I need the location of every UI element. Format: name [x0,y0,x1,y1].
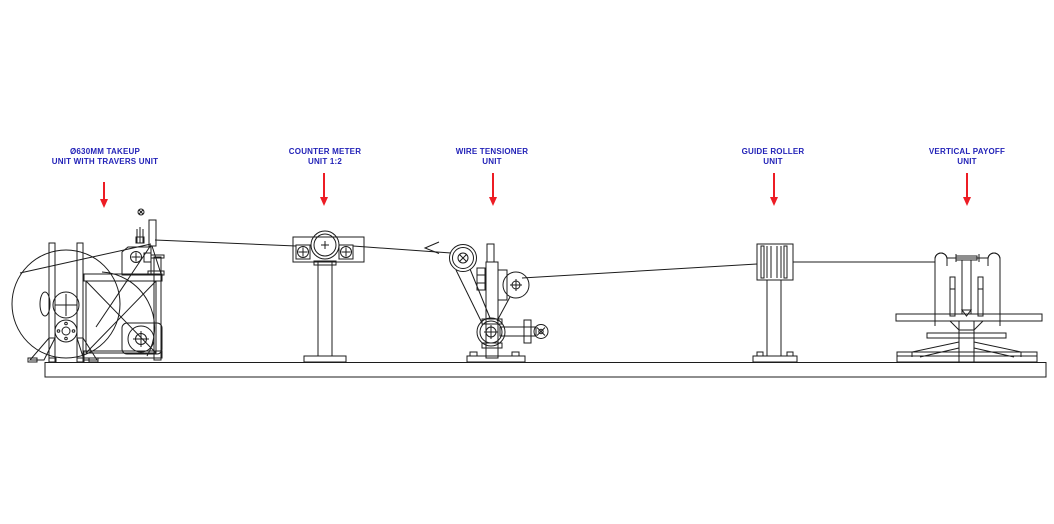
arrow-head-icon [100,199,108,208]
label-tensioner-line1: WIRE TENSIONER [455,147,529,156]
arrow-head-icon [770,197,778,206]
leader-arrow-vertical-payoff [962,173,972,206]
arrow-head-icon [963,197,971,206]
label-counter-line2: UNIT 1:2 [307,157,343,166]
label-tensioner-line2: UNIT [482,157,502,166]
takeup-unit-drawing [11,208,165,363]
guide-roller-unit-drawing [752,243,798,363]
leader-arrow-counter-meter [319,173,329,206]
leader-arrow-wire-tensioner [488,173,498,206]
wire-path [154,239,935,279]
vertical-payoff-unit-drawing [895,252,1043,363]
arrow-head-icon [489,197,497,206]
label-guide-line2: UNIT [763,157,783,166]
counter-meter-unit-drawing [292,230,365,363]
label-wire-tensioner-unit: WIRE TENSIONER UNIT [407,147,577,167]
label-counter-line1: COUNTER METER [288,147,362,156]
label-counter-meter-unit: COUNTER METER UNIT 1:2 [240,147,410,167]
label-vertical-payoff-unit: VERTICAL PAYOFF UNIT [882,147,1052,167]
label-payoff-line1: VERTICAL PAYOFF [928,147,1006,156]
label-takeup-line1: Ø630MM TAKEUP [69,147,141,156]
label-payoff-line2: UNIT [957,157,977,166]
label-takeup-unit: Ø630MM TAKEUP UNIT WITH TRAVERS UNIT [20,147,190,167]
leader-arrow-takeup [99,182,109,208]
label-guide-roller-unit: GUIDE ROLLER UNIT [688,147,858,167]
label-guide-line1: GUIDE ROLLER [741,147,805,156]
arrow-head-icon [320,197,328,206]
wire-tensioner-unit-drawing [449,243,549,363]
ground-hatch [44,362,1047,378]
label-takeup-line2: UNIT WITH TRAVERS UNIT [51,157,159,166]
leader-arrow-guide-roller [769,173,779,206]
